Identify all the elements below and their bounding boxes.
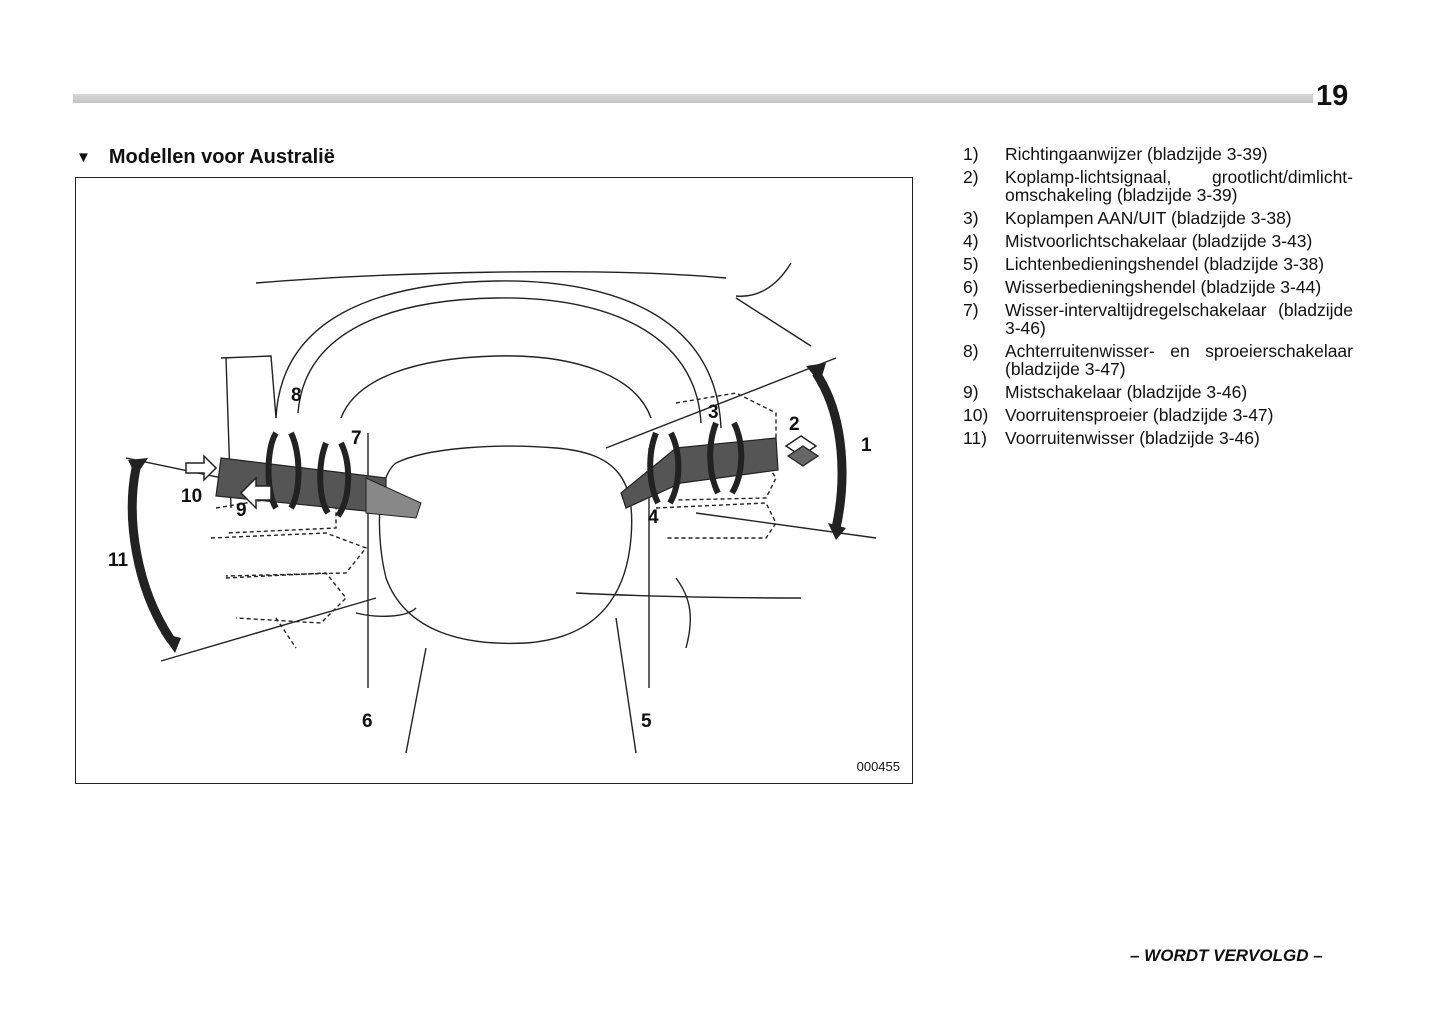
callout-2: 2 <box>789 414 800 435</box>
legend-number: 4) <box>963 231 979 251</box>
section-title: Modellen voor Australië <box>108 146 335 168</box>
dashboard-edge <box>735 297 812 347</box>
arc-arrow-11 <box>127 467 175 643</box>
steering-wheel-rim-inner <box>297 297 702 424</box>
rotation-arrow-4 <box>647 431 661 505</box>
legend-number: 6) <box>963 277 979 297</box>
legend-number: 11) <box>963 428 987 448</box>
legend-item: 9) Mistschakelaar (bladzijde 3-46) <box>963 383 1353 401</box>
legend-text: Koplamp-lichtsignaal, grootlicht/dimlich… <box>1005 167 1353 205</box>
legend-text: Wisserbedieningshendel (bladzijde 3-44) <box>1005 277 1322 297</box>
legend-item: 10) Voorruitensproeier (bladzijde 3-47) <box>963 406 1353 424</box>
legend-number: 8) <box>963 341 979 361</box>
callout-6: 6 <box>362 711 373 732</box>
legend-item: 3) Koplampen AAN/UIT (bladzijde 3-38) <box>963 209 1353 227</box>
legend-number: 9) <box>963 382 979 402</box>
callout-3: 3 <box>708 402 719 423</box>
steering-wheel-spoke-ring <box>340 355 652 419</box>
dashboard-line <box>255 270 727 284</box>
legend-text: Lichtenbedieningshendel (bladzijde 3-38) <box>1005 254 1325 274</box>
legend-text: Voorruitensproeier (bladzijde 3-47) <box>1005 405 1274 425</box>
legend-number: 2) <box>963 167 979 187</box>
legend-item: 11) Voorruitenwisser (bladzijde 3-46) <box>963 429 1353 447</box>
continued-footer: – WORDT VERVOLGD – <box>1130 946 1323 965</box>
legend-item: 4) Mistvoorlichtschakelaar (bladzijde 3-4… <box>963 232 1353 250</box>
pull-arrow-9 <box>239 476 272 510</box>
dashboard-corner <box>735 262 792 297</box>
legend-number: 7) <box>963 300 979 320</box>
legend-item: 8) Achterruitenwisser- en sproeierschakel… <box>963 342 1353 378</box>
callout-1: 1 <box>861 435 872 456</box>
figure-code: 000455 <box>856 759 900 774</box>
callout-9: 9 <box>236 500 247 521</box>
legend-item: 1) Richtingaanwijzer (bladzijde 3-39) <box>963 145 1353 163</box>
rotation-arrow-7 <box>317 441 331 515</box>
callout-8: 8 <box>291 385 302 406</box>
legend-list: 1) Richtingaanwijzer (bladzijde 3-39) 2) K… <box>963 145 1353 452</box>
rotation-arrow-8 <box>265 431 279 510</box>
header-rule <box>73 94 1313 103</box>
triangle-down-icon: ▼ <box>76 149 91 166</box>
callout-5: 5 <box>641 711 652 732</box>
steering-wheel-illustration: 1 2 3 4 5 6 7 8 9 10 11 <box>108 262 877 754</box>
legend-number: 3) <box>963 208 979 228</box>
legend-number: 10) <box>963 405 989 425</box>
push-arrow-10 <box>185 454 218 482</box>
legend-text: Richtingaanwijzer (bladzijde 3-39) <box>1005 144 1268 164</box>
steering-controls-figure: 1 2 3 4 5 6 7 8 9 10 11 000455 <box>75 177 913 784</box>
legend-text: Mistvoorlichtschakelaar (bladzijde 3-43) <box>1005 231 1313 251</box>
legend-number: 5) <box>963 254 979 274</box>
legend-text: Achterruitenwisser- en sproeierschakelaa… <box>1005 341 1353 379</box>
legend-text: Mistschakelaar (bladzijde 3-46) <box>1005 382 1248 402</box>
legend-item: 5) Lichtenbedieningshendel (bladzijde 3-3… <box>963 255 1353 273</box>
callout-4: 4 <box>648 507 659 528</box>
arc-arrow-1 <box>812 370 847 529</box>
legend-text: Koplampen AAN/UIT (bladzijde 3-38) <box>1005 208 1292 228</box>
callout-10: 10 <box>181 486 202 507</box>
steering-wheel-rim <box>275 280 722 429</box>
callout-7: 7 <box>351 428 362 449</box>
light-lever <box>620 437 779 509</box>
callout-11: 11 <box>108 550 129 571</box>
legend-number: 1) <box>963 144 979 164</box>
flash-arrow-2 <box>784 435 820 467</box>
page-number: 19 <box>1316 80 1349 112</box>
legend-text: Wisser-intervaltijdregelschakelaar (blad… <box>1005 300 1353 338</box>
legend-item: 6) Wisserbedieningshendel (bladzijde 3-44… <box>963 278 1353 296</box>
legend-item: 2) Koplamp-lichtsignaal, grootlicht/dimli… <box>963 168 1353 204</box>
legend-item: 7) Wisser-intervaltijdregelschakelaar (bl… <box>963 301 1353 337</box>
rotation-arrow-3 <box>707 421 721 495</box>
legend-text: Voorruitenwisser (bladzijde 3-46) <box>1005 428 1260 448</box>
section-heading: ▼ Modellen voor Australië <box>76 146 335 169</box>
airbag-hub <box>378 445 633 645</box>
